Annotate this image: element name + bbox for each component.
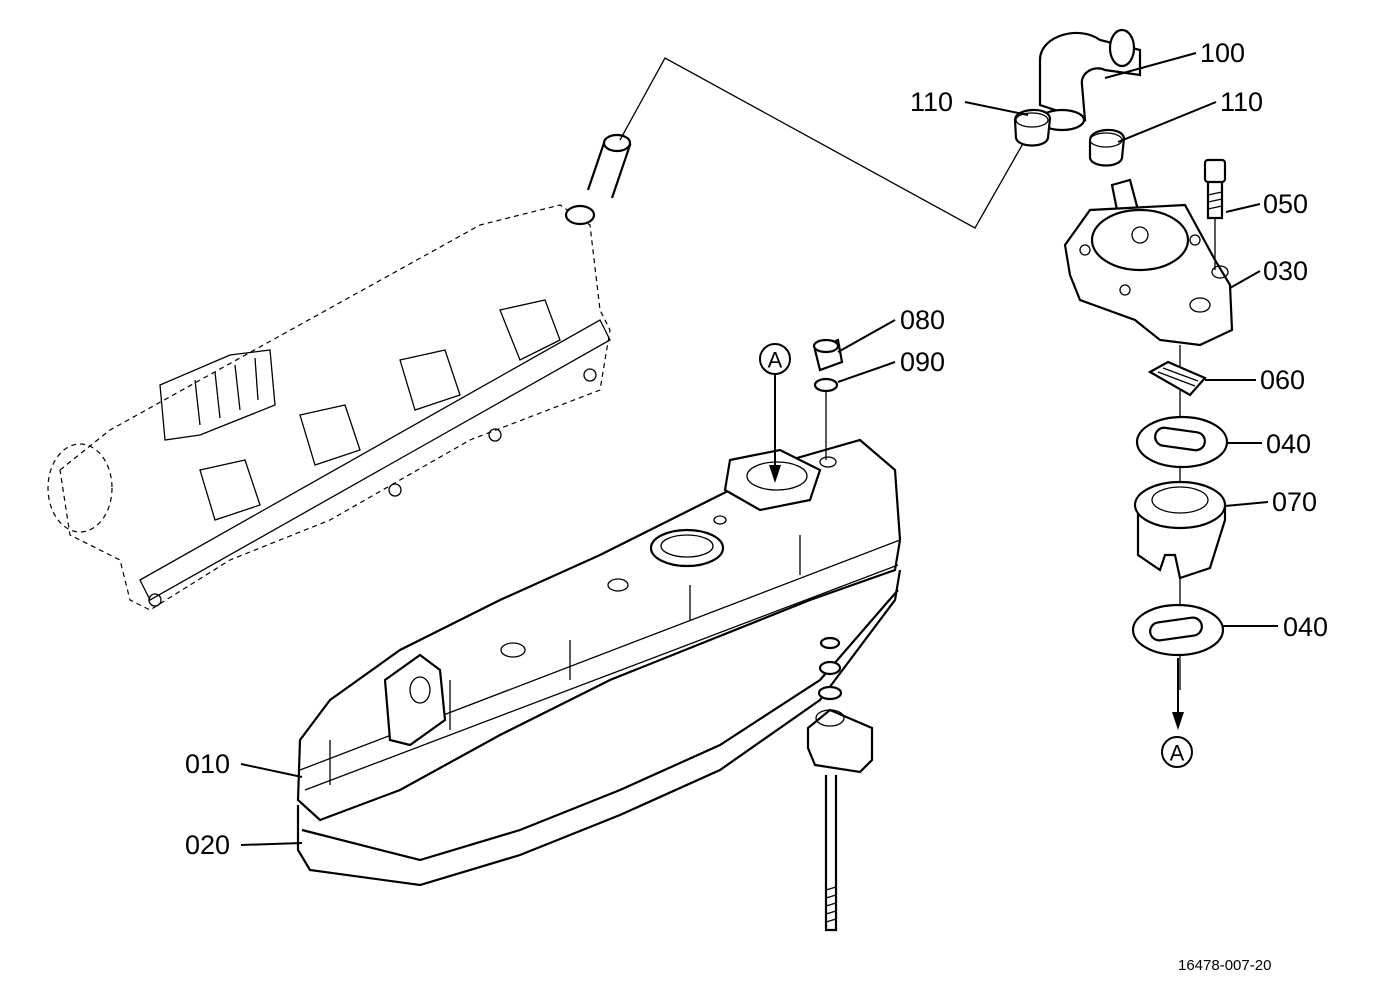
cap-nut-080 xyxy=(812,338,844,372)
washer-090 xyxy=(813,377,839,393)
stud-bolt-assembly xyxy=(806,636,874,932)
leader-lines xyxy=(240,52,1278,846)
hose-route-line xyxy=(619,57,1026,229)
figure-id: 16478-007-20 xyxy=(1178,957,1271,974)
hose-clamp-110-left xyxy=(1013,108,1052,147)
reference-letter: A xyxy=(1170,741,1185,766)
callout-050: 050 xyxy=(1263,189,1308,219)
breather-hose-100 xyxy=(1038,28,1142,132)
rocker-cover-gasket-020 xyxy=(296,569,902,887)
callout-100: 100 xyxy=(1200,38,1245,68)
breather-elbow-fitting xyxy=(564,133,632,226)
arrow-head xyxy=(1172,712,1184,730)
hose-clamp-110-right xyxy=(1088,128,1126,167)
callout-020: 020 xyxy=(185,830,230,860)
callout-090: 090 xyxy=(900,347,945,377)
callout-040-upper: 040 xyxy=(1266,429,1311,459)
rocker-arm-cover-010 xyxy=(296,438,902,822)
reference-marker-a-top: A xyxy=(759,343,791,375)
callout-080: 080 xyxy=(900,305,945,335)
callout-110-left: 110 xyxy=(910,87,953,117)
spacer-070 xyxy=(1133,480,1227,580)
plate-040-upper xyxy=(1135,415,1229,469)
plate-040-lower xyxy=(1131,603,1225,657)
callout-110-right: 110 xyxy=(1220,87,1263,117)
callout-040-lower: 040 xyxy=(1283,612,1328,642)
breather-assy-030 xyxy=(1063,178,1234,347)
breather-filter-060 xyxy=(1147,360,1207,397)
callout-030: 030 xyxy=(1263,256,1308,286)
bolt-050 xyxy=(1203,158,1227,220)
reference-letter: A xyxy=(768,348,783,373)
intake-manifold xyxy=(47,204,611,611)
callout-060: 060 xyxy=(1260,365,1305,395)
reference-marker-a-bottom: A xyxy=(1161,736,1193,768)
callout-010: 010 xyxy=(185,749,230,779)
callout-070: 070 xyxy=(1272,487,1317,517)
arrow-head xyxy=(769,465,781,483)
